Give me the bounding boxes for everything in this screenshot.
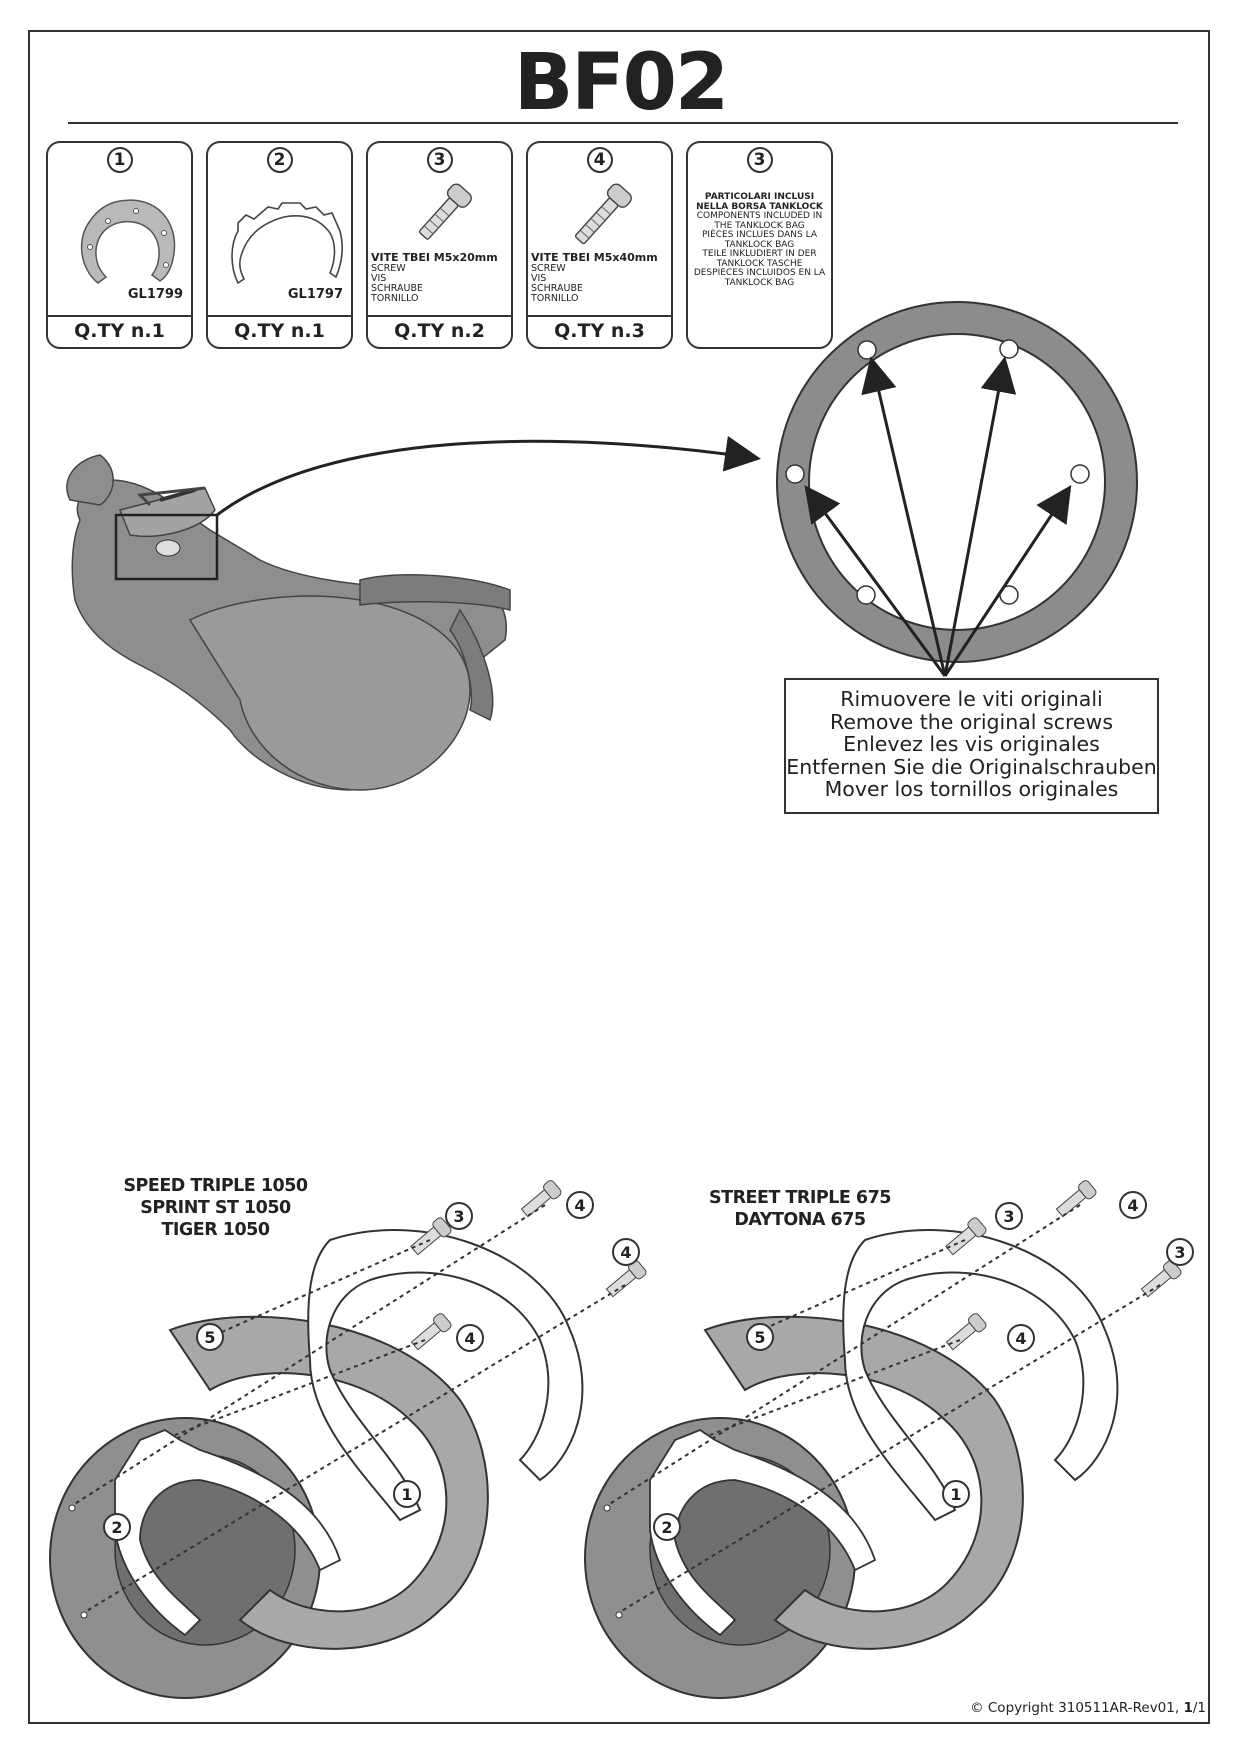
part-card-3: 3 VITE TBEI M5x20mm SCREW VIS SCHRAUBE T… (366, 141, 513, 349)
part-1-ring (842, 1229, 1119, 1522)
screw-4-middle (410, 1313, 452, 1351)
callout-label: 2 (111, 1518, 122, 1537)
screw-3-upper (945, 1217, 987, 1256)
callout-3 (1166, 1238, 1194, 1266)
callout-3 (445, 1202, 473, 1230)
model-list-left: SPEED TRIPLE 1050 SPRINT ST 1050 TIGER 1… (123, 1176, 308, 1240)
part-code: GL1799 (127, 287, 183, 302)
screw-hole (856, 585, 876, 605)
callout-5 (196, 1323, 224, 1351)
screw-3-right (1140, 1260, 1182, 1298)
callout-label: 4 (1015, 1329, 1026, 1348)
screw-hole (1070, 464, 1090, 484)
assembly-guide-lines (607, 1204, 1161, 1613)
part-number-badge: 4 (586, 147, 613, 173)
screw-4-right (605, 1260, 647, 1298)
title-divider (68, 122, 1178, 124)
part-number-badge: 3 (426, 147, 453, 173)
callout-label: 4 (620, 1243, 631, 1262)
part-1-ring (307, 1229, 584, 1522)
page-frame (28, 30, 1210, 1724)
screw-pointer-arrows (804, 356, 1072, 677)
part-card-4: 4 VITE TBEI M5x40mm SCREW VIS SCHRAUBE T… (526, 141, 673, 349)
remove-screws-instructions: Rimuovere le viti originali Remove the o… (784, 678, 1159, 814)
included-parts-card: 3 PARTICOLARI INCLUSI NELLA BORSA TANKLO… (686, 141, 833, 349)
callout-4 (566, 1191, 594, 1219)
part-number-badge: 3 (746, 147, 773, 173)
callout-2 (103, 1513, 131, 1541)
callout-5 (746, 1323, 774, 1351)
screw-4-top (1055, 1180, 1097, 1218)
part-quantity: Q.TY n.1 (208, 315, 351, 347)
callout-2 (653, 1513, 681, 1541)
callout-label: 5 (754, 1328, 765, 1347)
part-quantity: Q.TY n.2 (368, 315, 511, 347)
handlebar-line (159, 488, 196, 502)
part-5-flange (168, 1315, 489, 1650)
part-card-1: 1 GL1799 Q.TY n.1 (46, 141, 193, 349)
part-quantity: Q.TY n.3 (528, 315, 671, 347)
callout-4 (1119, 1191, 1147, 1219)
callout-label: 1 (401, 1485, 412, 1504)
detail-highlight-box (114, 513, 219, 581)
included-parts-note: PARTICOLARI INCLUSI NELLA BORSA TANKLOCK… (693, 192, 826, 288)
long-screw-illustration (574, 183, 632, 245)
screw-4-middle (945, 1313, 987, 1351)
callout-label: 4 (464, 1329, 475, 1348)
callout-label: 3 (453, 1207, 464, 1226)
part-2-ring (649, 1428, 877, 1637)
assembly-left (49, 1180, 647, 1699)
part-quantity: Q.TY n.1 (48, 315, 191, 347)
screw-3-upper (410, 1217, 452, 1256)
callout-label: 3 (1003, 1207, 1014, 1226)
part-code: GL1797 (287, 287, 343, 302)
screw-hole (785, 464, 805, 484)
detail-arrow (216, 435, 761, 517)
tank-cap-icon (155, 539, 181, 557)
callout-label: 5 (204, 1328, 215, 1347)
motorcycle-illustration (66, 454, 511, 791)
assembly-right (584, 1180, 1182, 1699)
callout-label: 1 (950, 1485, 961, 1504)
screw-4-top (520, 1180, 562, 1218)
part-description: VITE TBEI M5x20mm SCREW VIS SCHRAUBE TOR… (371, 251, 498, 304)
callout-label: 4 (1127, 1196, 1138, 1215)
callout-label: 2 (661, 1518, 672, 1537)
copyright-footer: © Copyright 310511AR-Rev01, 1/1 (970, 1700, 1206, 1716)
flange-ring-illustration (80, 199, 176, 284)
part-5-flange (703, 1315, 1024, 1650)
short-screw-illustration (418, 183, 472, 240)
model-list-right: STREET TRIPLE 675 DAYTONA 675 (709, 1188, 891, 1230)
part-card-2: 2 GL1797 Q.TY n.1 (206, 141, 353, 349)
callout-1 (942, 1480, 970, 1508)
inner-ring-illustration (231, 202, 343, 285)
part-number-badge: 2 (266, 147, 293, 173)
page-title: BF02 (513, 38, 729, 128)
callout-label: 4 (574, 1196, 585, 1215)
part-number-badge: 1 (106, 147, 133, 173)
part-2-ring (114, 1428, 342, 1637)
callout-4 (456, 1324, 484, 1352)
callout-label: 3 (1174, 1243, 1185, 1262)
callout-3 (995, 1202, 1023, 1230)
callout-4 (612, 1238, 640, 1266)
callout-1 (393, 1480, 421, 1508)
part-description: VITE TBEI M5x40mm SCREW VIS SCHRAUBE TOR… (531, 251, 658, 304)
callout-4 (1007, 1324, 1035, 1352)
assembly-guide-lines (72, 1204, 626, 1613)
